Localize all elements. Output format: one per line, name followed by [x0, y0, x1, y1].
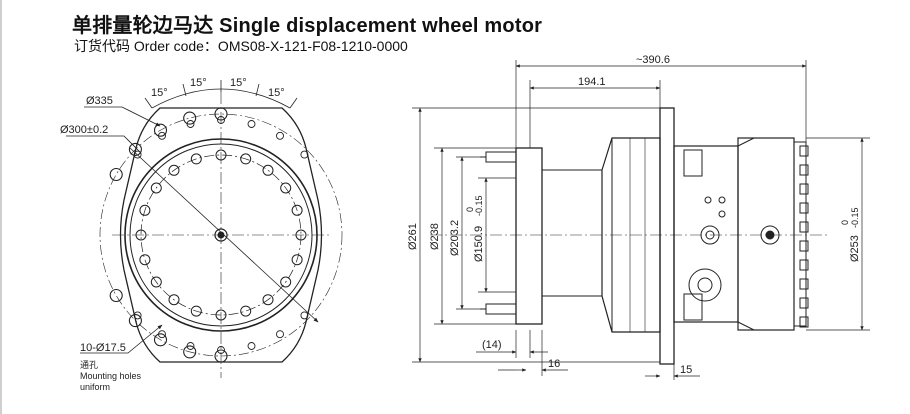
flange-bolt [186, 120, 195, 128]
flange-bolt [276, 330, 284, 339]
bolt-hole [150, 276, 162, 288]
angle-label-4: 15° [268, 87, 285, 99]
bolt-hole [139, 204, 151, 216]
dia-335-label: Ø335 [86, 95, 113, 107]
bolt-hole [240, 153, 252, 165]
flange-bolt [133, 150, 142, 159]
d253-tol-up: 0 [840, 220, 850, 225]
bolt-hole [291, 204, 303, 216]
bolt-hole [280, 276, 292, 288]
side-view [430, 107, 830, 365]
angle-label-2: 15° [190, 77, 207, 89]
end-bolt-head [799, 164, 809, 176]
holes-label: 10-Ø17.5 [80, 342, 126, 354]
end-bolt-head [799, 145, 809, 157]
flange-holes [109, 107, 309, 363]
mounting-hole [153, 123, 168, 137]
d238-label: Ø238 [429, 223, 441, 250]
len-194-label: 194.1 [578, 76, 606, 88]
d261-label: Ø261 [407, 223, 419, 250]
bolt-hole [168, 294, 180, 306]
flange-bolt [276, 131, 284, 140]
end-bolt-head [799, 240, 809, 252]
wheel-studs-top [485, 151, 517, 163]
holes-en2-label: uniform [80, 382, 110, 392]
mounting-hole [214, 107, 228, 121]
end-bolt-head [799, 259, 809, 271]
mounting-hole [153, 333, 168, 347]
bolt-hole [295, 229, 307, 241]
side-dimensions [412, 60, 870, 380]
flange-bolt [247, 120, 256, 128]
order-code: 订货代码 Order code：OMS08-X-121-F08-1210-000… [74, 38, 408, 54]
angle-label-3: 15° [230, 77, 247, 89]
d203-label: Ø203.2 [449, 220, 461, 256]
bolt-hole [215, 149, 227, 161]
end-bolt-head [799, 221, 809, 233]
shaft-flange [515, 147, 543, 325]
flange-bolt [186, 342, 195, 350]
wheel-studs-bottom [485, 303, 517, 315]
d150-tol-low: -0.15 [474, 195, 484, 216]
d253-tol-low: -0.15 [850, 207, 860, 228]
front-leaders [66, 106, 163, 354]
holes-cn-label: 通孔 [80, 360, 98, 370]
overall-length-label: ~390.6 [636, 54, 670, 66]
mounting-hole [109, 167, 123, 182]
d14-label: (14) [482, 339, 502, 351]
bolt-hole [262, 294, 274, 306]
d150-tol-up: 0 [465, 207, 475, 212]
flange-outline [119, 107, 323, 363]
bolt-holes [135, 149, 307, 321]
end-bolt-head [799, 202, 809, 214]
hub [214, 228, 228, 242]
bolt-hole [168, 164, 180, 176]
flange-bolt [217, 116, 225, 124]
dia-300-label: Ø300±0.2 [60, 124, 108, 136]
mounting-hole [183, 111, 197, 125]
bolt-hole [280, 182, 292, 194]
bolt-hole [215, 309, 227, 321]
d253-label: Ø253 [849, 235, 861, 262]
mounting-hole [128, 314, 142, 328]
holes-en1-label: Mounting holes [80, 371, 142, 381]
bolt-hole [150, 182, 162, 194]
mounting-hole [109, 288, 123, 303]
sheet-edge [0, 0, 2, 414]
flange-bolt [247, 342, 256, 350]
bolt-hole [262, 164, 274, 176]
diameter-leader [129, 147, 319, 323]
flange-bolt [300, 150, 309, 159]
bolt-hole [139, 254, 151, 266]
front-view [99, 92, 343, 378]
end-bolt-head [799, 183, 809, 195]
angle-dimension [144, 80, 298, 109]
bolt-hole [291, 254, 303, 266]
mounting-flange [659, 107, 675, 365]
angle-label-1: 15° [151, 87, 168, 99]
flange-bolt [133, 311, 142, 320]
flange-bolt [217, 346, 225, 354]
flange-bolt [158, 131, 166, 140]
mounting-hole [214, 349, 228, 363]
bolt-hole [240, 305, 252, 317]
flange-bolt [300, 311, 309, 320]
drawing-title: 单排量轮边马达 Single displacement wheel motor [72, 15, 543, 37]
d16-label: 16 [548, 358, 560, 370]
bolt-hole [135, 229, 147, 241]
mounting-hole [183, 345, 197, 359]
end-bolt-head [799, 278, 809, 290]
end-bolt-head [799, 297, 809, 309]
mounting-hole [128, 142, 142, 156]
flange-bolt [158, 330, 166, 339]
end-bolts [799, 145, 809, 328]
gauge [688, 268, 722, 302]
d15-label: 15 [680, 364, 692, 376]
d150-label: Ø150.9 [473, 226, 485, 262]
end-bolt-head [799, 316, 809, 328]
bolt-hole [190, 305, 202, 317]
bolt-hole [190, 153, 202, 165]
